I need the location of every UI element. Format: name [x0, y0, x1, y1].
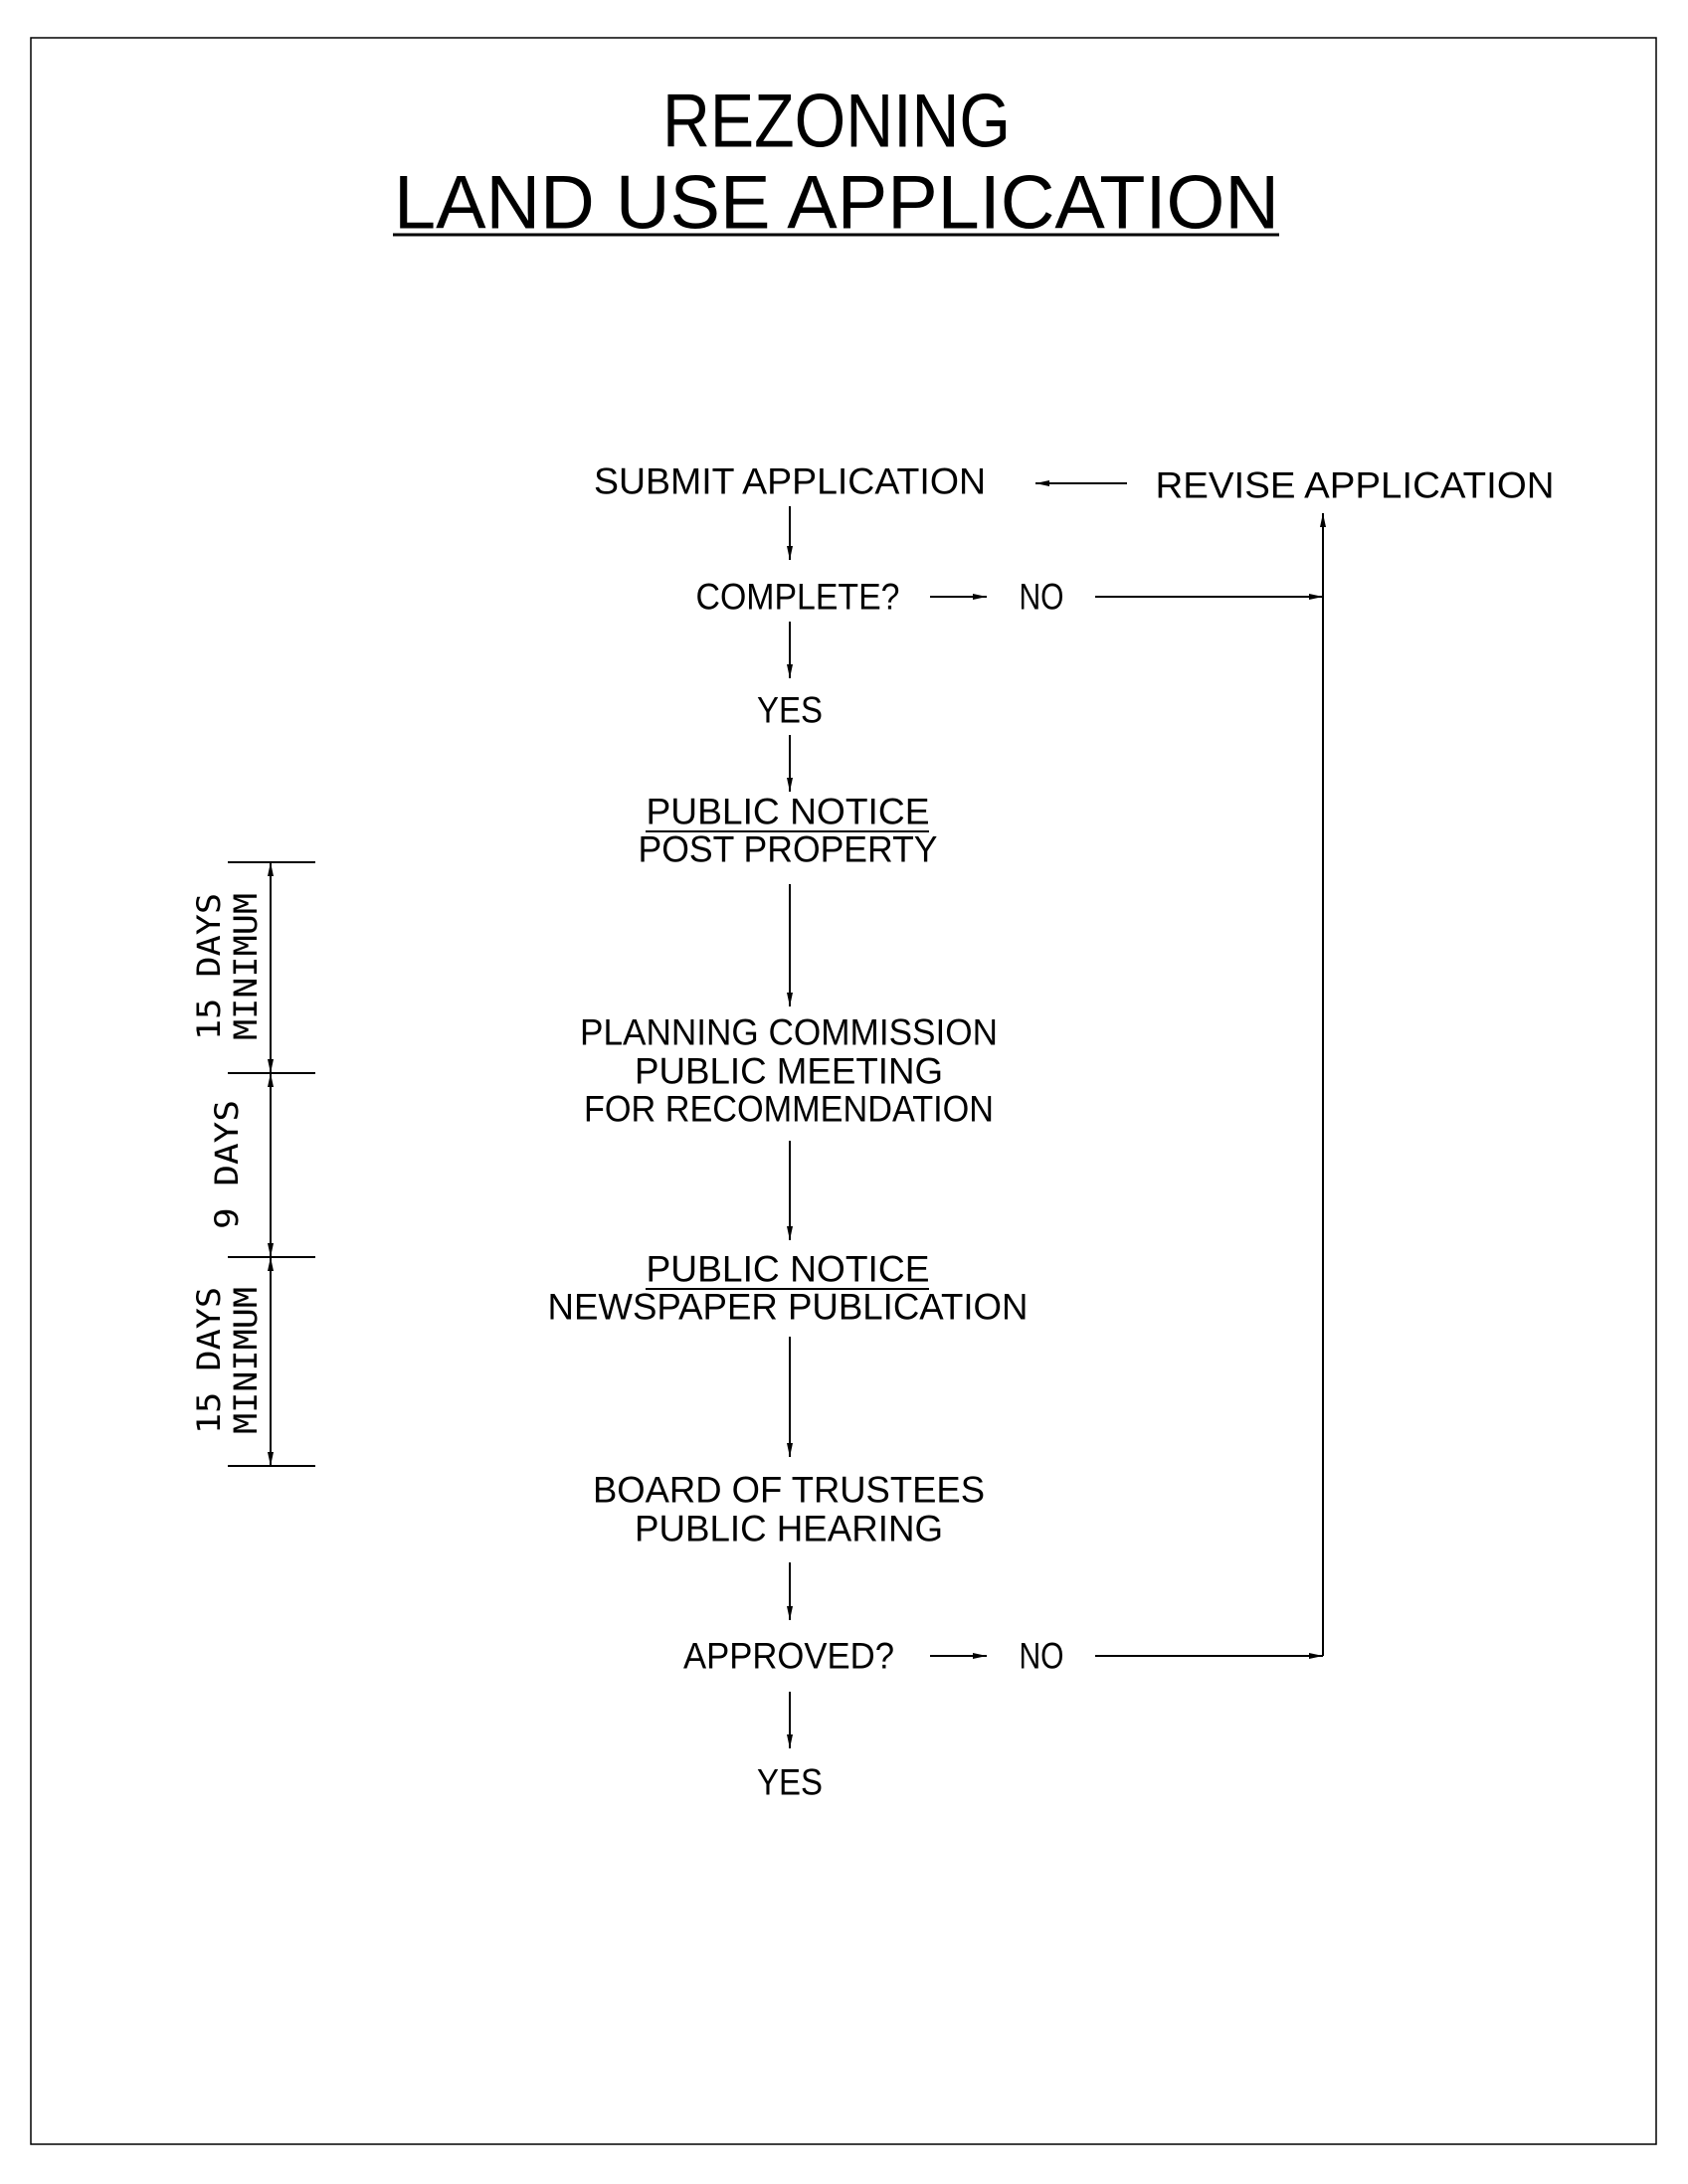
title-land-use-application: LAND USE APPLICATION	[394, 161, 1279, 246]
title-rezoning: REZONING	[662, 80, 1011, 164]
public-notice-heading-1: PUBLIC NOTICE	[647, 792, 930, 832]
step-post-property: POST PROPERTY	[639, 829, 938, 870]
step-newspaper-publication: NEWSPAPER PUBLICATION	[548, 1287, 1029, 1328]
timeline-label-9-days: 9 DAYS	[208, 1100, 246, 1229]
approved-yes-label: YES	[757, 1762, 823, 1803]
timeline-label-minimum-2: MINIMUM	[227, 1287, 265, 1434]
timeline-label-minimum-1: MINIMUM	[227, 893, 265, 1040]
decision-complete: COMPLETE?	[696, 577, 900, 618]
step-public-hearing: PUBLIC HEARING	[635, 1509, 943, 1549]
timeline-label-15-days-2: 15 DAYS	[190, 1287, 228, 1434]
step-submit-application: SUBMIT APPLICATION	[594, 461, 986, 502]
step-planning-commission: PLANNING COMMISSION	[580, 1012, 998, 1053]
complete-no-label: NO	[1020, 577, 1064, 618]
timeline-dimension: 15 DAYS MINIMUM 9 DAYS 15 DAYS MINIMUM	[190, 861, 315, 1467]
complete-yes-label: YES	[757, 690, 823, 731]
step-revise-application: REVISE APPLICATION	[1156, 465, 1555, 506]
step-public-meeting: PUBLIC MEETING	[635, 1051, 943, 1092]
step-board-of-trustees: BOARD OF TRUSTEES	[593, 1470, 985, 1511]
approved-no-label: NO	[1020, 1636, 1064, 1677]
decision-approved: APPROVED?	[683, 1636, 894, 1677]
timeline-label-15-days-1: 15 DAYS	[190, 893, 228, 1040]
step-for-recommendation: FOR RECOMMENDATION	[584, 1089, 994, 1130]
page-border	[30, 37, 1657, 2145]
public-notice-heading-2: PUBLIC NOTICE	[647, 1249, 930, 1290]
